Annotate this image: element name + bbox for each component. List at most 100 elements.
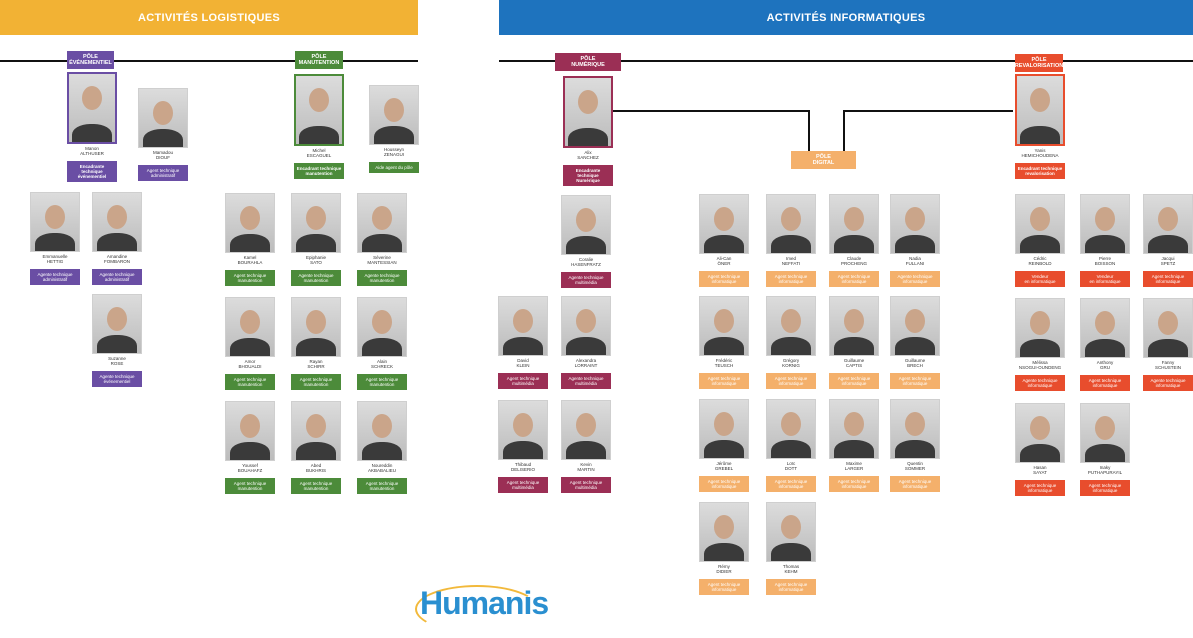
portrait-photo	[92, 192, 142, 252]
portrait-photo	[30, 192, 80, 252]
person-name: Alix SANCHEZ	[577, 150, 599, 160]
person-name: Michel ESCAGUEL	[306, 148, 332, 158]
person-role: Agente technique administratif	[92, 269, 142, 285]
person-card: Claude PROCHENG Agent technique informati…	[829, 194, 879, 287]
person-name: Rayan SCHIRR	[307, 359, 325, 369]
portrait-photo	[92, 294, 142, 354]
pole-revalorisation: PÔLE REVALORISATION	[1015, 54, 1063, 72]
person-role: Agent technique informatique	[699, 373, 749, 389]
person-role: Agent technique informatique	[1080, 375, 1130, 391]
person-card: Yanis HEMICHOUDENA Encadrant technique re…	[1015, 74, 1065, 179]
portrait-photo	[890, 399, 940, 459]
person-role: Agent technique manutention	[225, 478, 275, 494]
person-role: Agent technique informatique	[829, 271, 879, 287]
connector-digital-down-right	[843, 110, 845, 152]
person-role: Agent technique multimédia	[561, 477, 611, 493]
pole-digital: PÔLE DIGITAL	[791, 151, 856, 169]
person-name: Jacqui SPETZ	[1160, 256, 1176, 266]
pole-evenementiel: PÔLE ÉVÉNEMENTIEL	[67, 51, 114, 69]
banner-logistique: ACTIVITÉS LOGISTIQUES	[0, 0, 418, 35]
person-name: Suzanne ROSE	[108, 356, 126, 366]
person-name: Yanis HEMICHOUDENA	[1021, 148, 1059, 158]
portrait-photo	[766, 194, 816, 254]
portrait-photo	[1015, 194, 1065, 254]
person-role: Agent technique informatique	[829, 476, 879, 492]
portrait-photo	[138, 88, 188, 148]
person-role: Agent technique multimédia	[498, 373, 548, 389]
portrait-photo	[1143, 194, 1193, 254]
portrait-photo	[1080, 403, 1130, 463]
person-role: Agent technique informatique	[1143, 271, 1193, 287]
person-role: Agent technique multimédia	[498, 477, 548, 493]
portrait-photo	[291, 401, 341, 461]
person-name: David KLEIN	[516, 358, 530, 368]
person-role: Agent technique informatique	[699, 271, 749, 287]
portrait-photo	[561, 195, 611, 255]
portrait-photo	[1143, 298, 1193, 358]
person-name: Noureddin AKBABALIEU	[367, 463, 396, 473]
portrait-photo	[369, 85, 419, 145]
portrait-photo	[291, 193, 341, 253]
logo-swoosh	[415, 585, 539, 633]
connector-numerique-digital	[610, 110, 810, 112]
person-name: Mamadou DIOUF	[152, 150, 173, 160]
connector-digital-down-left	[808, 110, 810, 152]
portrait-photo	[225, 401, 275, 461]
person-name: Hasan SAYAT	[1033, 465, 1047, 475]
person-role: Agente technique multimédia	[561, 272, 611, 288]
pole-numerique: PÔLE NUMÉRIQUE	[555, 53, 621, 71]
portrait-photo	[225, 297, 275, 357]
portrait-photo	[699, 194, 749, 254]
portrait-photo	[225, 193, 275, 253]
person-name: Nadia FULLANI	[905, 256, 925, 266]
person-role: Agent technique informatique	[890, 373, 940, 389]
person-role: Vendeur en informatique	[1080, 271, 1130, 287]
portrait-photo	[498, 400, 548, 460]
person-name: Séverine MANTESSIAN	[367, 255, 397, 265]
person-role: Agente technique manutention	[291, 270, 341, 286]
banner-informatique: ACTIVITÉS INFORMATIQUES	[499, 0, 1193, 35]
pole-manutention: PÔLE MANUTENTION	[295, 51, 343, 69]
person-name: Fanny SCHUSTEIN	[1154, 360, 1181, 370]
person-role: Agent technique informatique	[1015, 480, 1065, 496]
person-name: Emmanuelle HETTIG	[42, 254, 68, 264]
person-role: Encadrant technique revalorisation	[1015, 163, 1065, 179]
person-name: Thibaud DELISERIO	[510, 462, 535, 472]
person-role: Agente technique événementiel	[92, 371, 142, 387]
person-name: Claude PROCHENG	[840, 256, 867, 266]
person-name: Housseyn ZENAGUI	[383, 147, 404, 157]
portrait-photo	[699, 502, 749, 562]
portrait-photo	[357, 193, 407, 253]
connector-revalorisation-digital	[843, 110, 1013, 112]
person-name: Cédric REINBOLD	[1028, 256, 1052, 266]
portrait-photo	[561, 400, 611, 460]
person-role: Agent technique informatique	[766, 373, 816, 389]
person-name: Manon ALTHUSER	[80, 146, 104, 156]
person-name: Thomas KEHM	[782, 564, 800, 574]
person-role: Agente technique informatique	[890, 271, 940, 287]
